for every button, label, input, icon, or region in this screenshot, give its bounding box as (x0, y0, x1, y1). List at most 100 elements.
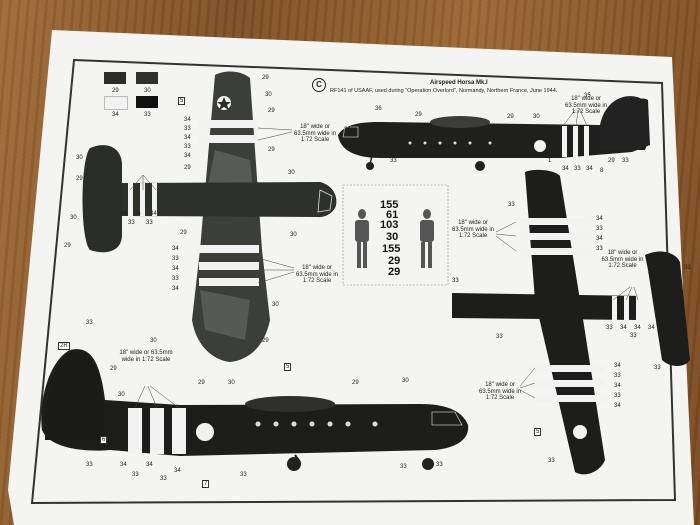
invasion-stripe (128, 183, 133, 216)
paint-code: 33 (596, 226, 603, 232)
paint-code: 30 (533, 114, 540, 120)
paint-code: 34 (634, 325, 641, 331)
paint-code: 8 (600, 168, 604, 174)
wheel (422, 458, 434, 470)
paint-code: 29 (608, 158, 615, 164)
paint-code: 29 (180, 230, 187, 236)
swatch-code: 34 (112, 112, 119, 118)
stripe-note: 18" wide or 63.5mm wide in 1:72 Scale (293, 124, 337, 144)
invasion-stripe (198, 135, 256, 143)
scheme-title: Airspeed Horsa Mk.I (430, 80, 488, 86)
figures-box (342, 184, 449, 286)
underside-view-aircraft (452, 169, 690, 475)
paint-code: 30 (150, 338, 157, 344)
paint-code: 34 (648, 325, 655, 331)
paint-code: 30 (402, 378, 409, 384)
paint-code: 29 (262, 338, 269, 344)
paint-code: 29 (110, 366, 117, 372)
paint-code: 1 (548, 158, 552, 164)
scheme-letter: C (312, 78, 326, 92)
paint-code: 33 (240, 472, 247, 478)
top-view-fuselage (122, 182, 337, 218)
paint-code: 33 (390, 158, 397, 164)
paint-code: 29 (352, 380, 359, 386)
paint-code: 29 (76, 176, 83, 182)
invasion-stripe (152, 183, 157, 216)
paint-code: 33 (684, 265, 691, 271)
invasion-stripe (636, 296, 641, 320)
invasion-stripe (532, 395, 607, 402)
paint-code: 33 (614, 373, 621, 379)
paint-code: 33 (172, 256, 179, 262)
decal-number: 2R (58, 342, 70, 350)
invasion-stripe (198, 120, 256, 128)
paint-code: 33 (606, 325, 613, 331)
paint-code: 34 (614, 363, 621, 369)
swatch-33 (136, 96, 158, 108)
figure-code: 29 (388, 266, 401, 278)
invasion-stripe (573, 126, 578, 157)
side-fuselage (41, 349, 469, 456)
invasion-stripe (128, 408, 142, 454)
camo-patch (200, 290, 250, 340)
star-roundel (573, 425, 587, 439)
figure-code: 29 (388, 255, 401, 267)
paint-code: 30 (272, 302, 279, 308)
fin-rudder (600, 96, 649, 150)
paint-code: 33 (132, 472, 139, 478)
decal-number: 5 (178, 97, 186, 105)
paint-code: 34 (562, 166, 569, 172)
wing-root (430, 116, 490, 128)
paint-code: 34 (134, 211, 141, 217)
cockpit-glazing (317, 189, 333, 213)
invasion-stripe (199, 278, 259, 286)
underside-tailplane (645, 251, 690, 366)
figure-code: 103 (380, 219, 399, 231)
stripe-note: 18" wide or 63.5mm wide in 1:72 Scale (119, 350, 173, 363)
swatch-30 (136, 72, 158, 84)
invasion-stripe (140, 183, 145, 216)
decal-number: 7 (202, 480, 210, 488)
paint-code: 29 (262, 75, 269, 81)
side-view-upper-aircraft (338, 96, 650, 171)
paint-code: 29 (184, 165, 191, 171)
paint-code: 33 (496, 334, 503, 340)
paint-code: 34 (120, 211, 127, 217)
invasion-stripe (530, 365, 605, 372)
underside-fuselage (452, 293, 640, 320)
figure-code: 155 (382, 243, 401, 255)
side-fuselage (338, 98, 650, 158)
star-roundel (196, 423, 214, 441)
invasion-stripe (530, 380, 605, 387)
paint-code: 33 (574, 166, 581, 172)
paint-code: 29 (268, 108, 275, 114)
swatch-29 (104, 72, 126, 84)
paint-code: 36 (375, 106, 382, 112)
paint-code: 34 (184, 135, 191, 141)
paint-code: 33 (86, 462, 93, 468)
paint-code: 34 (596, 216, 603, 222)
paint-code: 33 (508, 202, 515, 208)
paint-code: 34 (586, 166, 593, 172)
wheel (366, 162, 374, 170)
stripe-note: 18" wide or 63.5mm wide in 1:72 Scale (601, 250, 644, 270)
wheel (475, 161, 485, 171)
paint-code: 29 (268, 147, 275, 153)
invasion-stripe (516, 218, 588, 225)
figure-code: 61 (386, 209, 399, 221)
paint-code: 29 (507, 114, 514, 120)
paint-code: 33 (548, 458, 555, 464)
paint-code: 33 (400, 464, 407, 470)
invasion-stripe (516, 248, 588, 255)
paint-code: 33 (614, 393, 621, 399)
invasion-stripe (150, 408, 164, 454)
paint-code: 34 (184, 153, 191, 159)
paint-code: 33 (146, 220, 153, 226)
paint-code: 29 (198, 380, 205, 386)
leader-lines (129, 109, 639, 409)
invasion-stripe (624, 296, 629, 320)
paint-code: 34 (620, 325, 627, 331)
paint-code: 33 (184, 144, 191, 150)
decal-number: 6 (100, 436, 108, 444)
